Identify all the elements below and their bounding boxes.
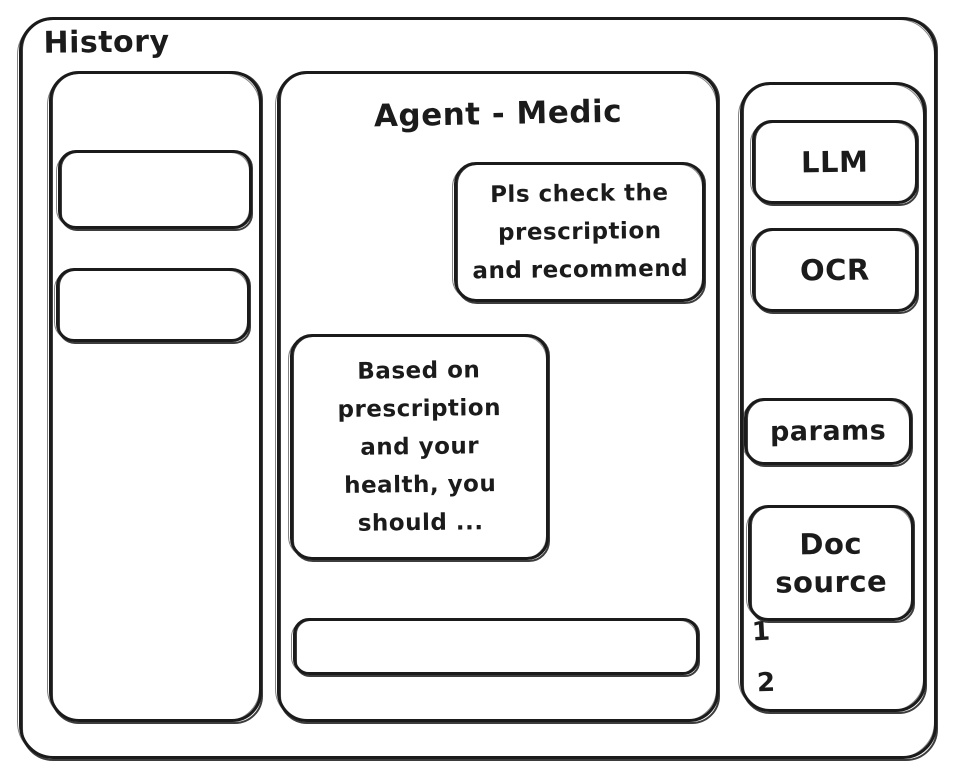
chat-bubble-user: Pls check the prescription and recommend xyxy=(452,162,706,304)
history-title: History xyxy=(43,24,170,61)
history-item-edge-sketch-3 xyxy=(54,270,248,341)
tool-box-ocr[interactable]: OCR xyxy=(750,228,919,314)
history-item-edge xyxy=(58,150,252,229)
history-item-edge xyxy=(56,268,250,342)
chat-bubble-assistant: Based on prescription and your health, y… xyxy=(288,334,550,562)
message-input-edge-sketch-2 xyxy=(295,619,700,677)
tool-box-doc-source[interactable]: Doc source xyxy=(746,505,915,623)
chat-bubble-assistant-text: Based on prescription and your health, y… xyxy=(337,357,501,537)
chat-bubble-user-text: Pls check the prescription and recommend xyxy=(472,179,688,285)
tool-box-llm-label: LLM xyxy=(801,144,869,180)
message-input-edge-sketch-3 xyxy=(291,620,697,674)
doc-source-ref-1[interactable]: 1 xyxy=(751,616,772,648)
message-input-edge xyxy=(293,618,699,675)
message-input[interactable] xyxy=(291,618,700,677)
history-item[interactable] xyxy=(56,150,253,231)
tool-box-ocr-label: OCR xyxy=(799,252,871,288)
tool-box-params-label: params xyxy=(769,414,887,448)
tool-box-params[interactable]: params xyxy=(742,398,913,467)
history-item-edge-sketch-2 xyxy=(58,269,251,344)
tool-box-doc-source-label: Doc source xyxy=(775,526,888,600)
tool-box-llm[interactable]: LLM xyxy=(750,120,919,206)
history-item-edge-sketch-2 xyxy=(60,151,253,231)
doc-source-ref-2[interactable]: 2 xyxy=(756,667,777,699)
history-item-edge-sketch-3 xyxy=(56,152,250,228)
history-item[interactable] xyxy=(54,268,251,344)
